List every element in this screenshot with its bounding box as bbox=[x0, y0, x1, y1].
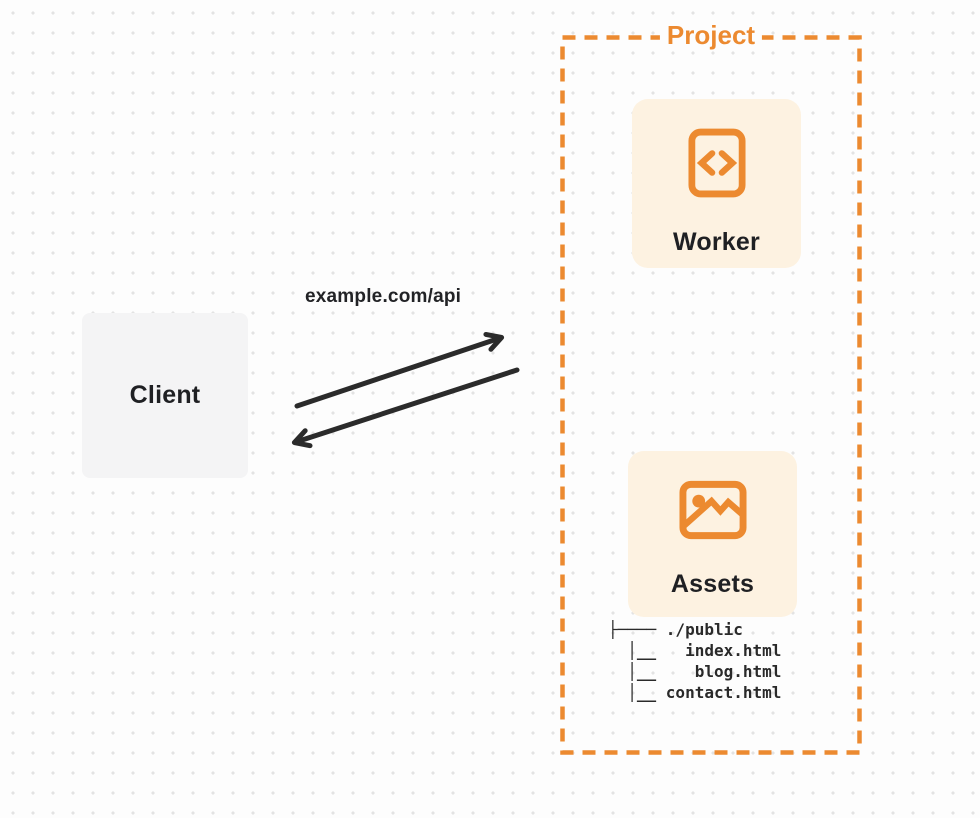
assets-node: Assets bbox=[628, 451, 797, 617]
project-container: Project Worker Assets bbox=[560, 21, 862, 755]
image-icon bbox=[678, 480, 747, 545]
response-arrow bbox=[291, 367, 520, 449]
client-node: Client bbox=[82, 313, 248, 478]
request-url-label: example.com/api bbox=[305, 286, 462, 307]
code-icon bbox=[687, 128, 746, 203]
request-arrow bbox=[294, 331, 505, 409]
project-label: Project bbox=[659, 21, 763, 49]
worker-node: Worker bbox=[632, 99, 801, 268]
worker-label: Worker bbox=[673, 228, 760, 256]
client-label: Client bbox=[129, 381, 201, 409]
assets-label: Assets bbox=[670, 570, 755, 598]
file-tree: ├──── ./public │__ index.html │__ blog.h… bbox=[608, 620, 782, 702]
